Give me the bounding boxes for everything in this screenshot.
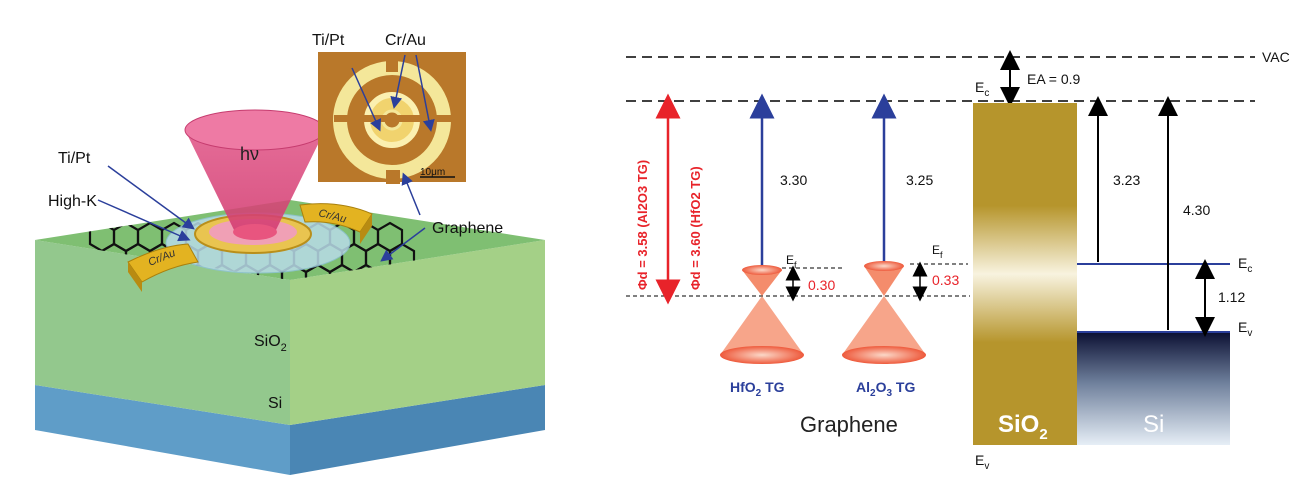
hv-label: hν	[240, 144, 259, 164]
phi-d-hfo2-label: Φd = 3.60 (HfO2 TG)	[688, 166, 703, 290]
si-block-label: Si	[1143, 411, 1164, 438]
high-k-label: High-K	[48, 193, 97, 210]
scale-bar-label: 10μm	[420, 167, 445, 178]
ev-si-label: Ev	[1238, 319, 1252, 339]
graphene-label: Graphene	[432, 220, 503, 237]
leader-lines	[97, 54, 435, 262]
hf-gap-label: 3.30	[780, 172, 807, 188]
graphene-band-label: Graphene	[800, 412, 898, 437]
al2o3-dirac-cone	[842, 261, 926, 364]
si-layer-label: Si	[268, 395, 282, 412]
al2o3-tg-label: Al2O3 TG	[856, 379, 915, 399]
si-bandgap-label: 1.12	[1218, 289, 1245, 305]
micrograph-inset: 10μm	[318, 52, 466, 184]
hfo2-tg-label: HfO2 TG	[730, 379, 785, 399]
ea-label: EA = 0.9	[1027, 71, 1081, 87]
si-gap-top-label: 3.23	[1113, 172, 1140, 188]
sio2-bandgap-bar	[973, 103, 1077, 445]
sio2-layer-front	[35, 240, 290, 425]
si-valence-band	[1077, 332, 1230, 445]
si-layer-side	[290, 385, 545, 475]
cr-au-pad-right: Cr/Au	[299, 203, 373, 244]
al-ef-value: 0.33	[932, 272, 959, 288]
cr-au-pad-left: Cr/Au	[127, 243, 199, 292]
hfo2-dirac-cone	[720, 265, 804, 364]
si-layer-front	[35, 385, 290, 475]
sio2-bar-label: SiO2	[998, 411, 1048, 443]
sio2-layer-label: SiO2	[254, 333, 287, 354]
al-gap-label: 3.25	[906, 172, 933, 188]
hf-ef-value: 0.30	[808, 277, 835, 293]
si-gap-total-label: 4.30	[1183, 202, 1210, 218]
ef-al-label: Ef	[932, 243, 943, 260]
device-schematic: Cr/Au Cr/Au 10μm	[35, 32, 545, 475]
ti-pt-top-label: Ti/Pt	[312, 32, 345, 49]
vac-label: VAC	[1262, 49, 1290, 65]
sio2-layer-side	[290, 240, 545, 425]
phi-d-al2o3-label: Φd = 3.58 (Al2O3 TG)	[635, 160, 650, 290]
light-cone	[184, 109, 326, 240]
ec-si-label: Ec	[1238, 255, 1252, 275]
ef-hf-label: Ef	[786, 253, 797, 270]
ec-top-label: Ec	[975, 79, 989, 99]
cr-au-top-label: Cr/Au	[385, 32, 426, 49]
ti-pt-left-label: Ti/Pt	[58, 150, 91, 167]
ev-bottom-label: Ev	[975, 452, 989, 472]
band-diagram: VAC EA = 0.9 Ec SiO2 Ev Si Ec Ev 3.23 4.…	[626, 49, 1290, 472]
